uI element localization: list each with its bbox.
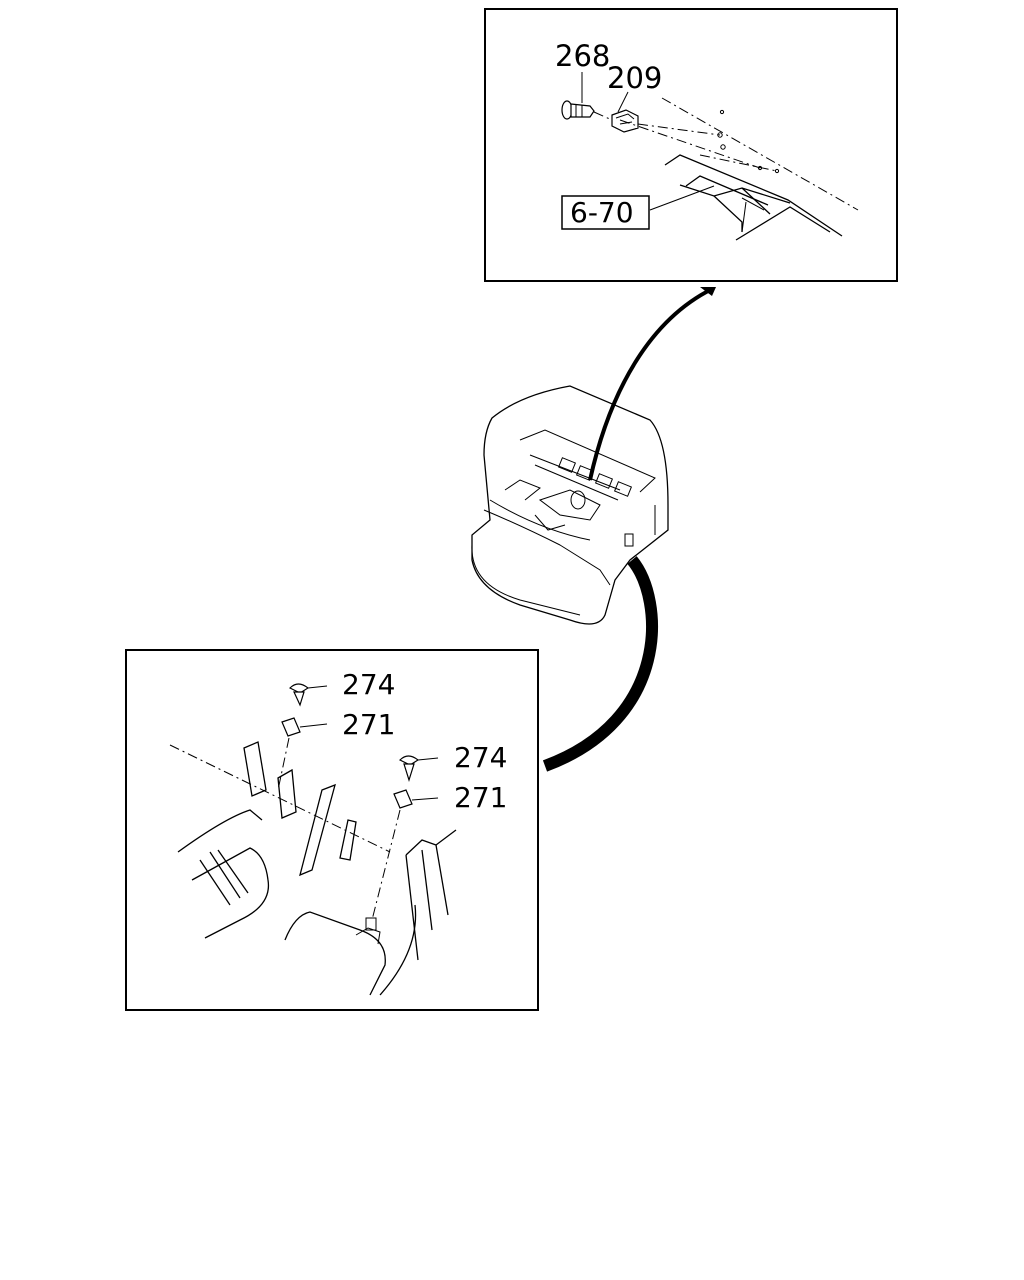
part-label-271-right: 271 [454, 781, 507, 814]
part-label-271-left: 271 [342, 708, 395, 741]
lower-leader-curve [542, 556, 658, 772]
part-label-274-left: 274 [342, 668, 395, 701]
part-label-274-right: 274 [454, 741, 507, 774]
roof-panel-structure [661, 97, 859, 241]
screw-274-left [288, 683, 310, 707]
top-detail-callout: 268 209 6-70 [484, 8, 898, 282]
clip-271-left [281, 717, 301, 737]
reference-box-label: 6-70 [570, 196, 634, 229]
clip-271-right [393, 789, 413, 809]
bottom-detail-callout: 274 271 274 271 [125, 649, 539, 1011]
cab-overview [471, 385, 669, 625]
upper-leader-curve [588, 287, 713, 481]
bottom-callout-frame [125, 649, 539, 1011]
upper-leader-curve-head [700, 287, 716, 296]
clip-209 [611, 109, 639, 133]
part-label-209: 209 [607, 61, 662, 95]
floor-structure [169, 741, 457, 996]
part-label-268: 268 [555, 39, 610, 73]
screw-268 [561, 100, 595, 120]
top-callout-frame [484, 8, 898, 282]
reference-box-frame [561, 195, 650, 230]
